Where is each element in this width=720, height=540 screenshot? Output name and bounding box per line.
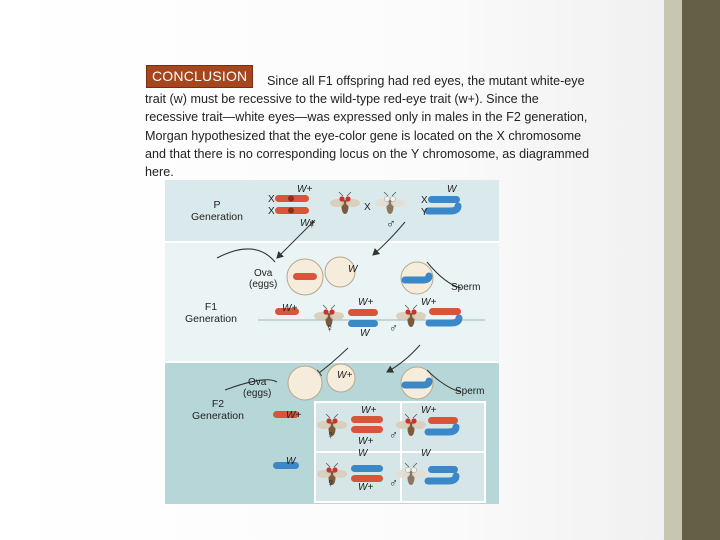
diagram-graphics (165, 180, 499, 504)
cross-x-label: X (364, 202, 371, 213)
inheritance-diagram: P Generation F1 Generation F2 Generation… (165, 180, 499, 504)
p-male-x-label: X (421, 195, 428, 206)
f1-female-allele-top: W+ (358, 297, 374, 308)
f1-egg-allele: W+ (282, 303, 298, 314)
f1-male-allele: W+ (421, 297, 437, 308)
right-band-dark (682, 0, 720, 540)
f1-sperm-allele: W (348, 264, 358, 275)
p-female-x-label: X (268, 194, 275, 205)
f1-female-x-3 (348, 320, 378, 327)
f1-female-x-1 (275, 308, 299, 315)
f2-sperm-x (326, 363, 356, 393)
conclusion-badge: CONCLUSION (146, 65, 254, 88)
f2-cell3-female-symbol: ♀ (326, 476, 335, 490)
f1-female-x-2 (348, 309, 378, 316)
f2-cell4-male-symbol: ♂ (389, 476, 398, 490)
p-male-x-chromosome (428, 196, 460, 203)
f2-cell1-allele-bottom: W+ (358, 436, 374, 447)
f2-cell2-allele: W+ (421, 405, 437, 416)
p-female-allele-top: W+ (297, 184, 313, 195)
f2-cell1-allele-top: W+ (361, 405, 377, 416)
f2-sperm-label: Sperm (455, 386, 485, 397)
f2-cell3-allele-top: W (358, 448, 368, 459)
f2-ovum (287, 365, 323, 401)
f1-male-symbol: ♂ (389, 321, 398, 335)
p-female-x-label-2: X (268, 206, 275, 217)
f1-male-x (429, 308, 461, 315)
p-generation-label: P Generation (191, 199, 243, 223)
f1-generation-label: F1 Generation (185, 301, 237, 325)
f2-sperm-allele: W+ (337, 370, 353, 381)
conclusion-paragraph: Since all F1 offspring had red eyes, the… (145, 72, 595, 181)
f2-cell3-allele-bottom: W+ (358, 482, 374, 493)
f1-ova-label: Ova (eggs) (249, 268, 278, 290)
f2-cell4-allele: W (421, 448, 431, 459)
conclusion-text: Since all F1 offspring had red eyes, the… (145, 74, 590, 180)
f2-generation-label: F2 Generation (192, 398, 244, 422)
p-male-symbol: ♂ (386, 216, 396, 231)
f2-ova-label: Ova (eggs) (243, 377, 272, 399)
f2-egg-allele-top: W+ (286, 410, 302, 421)
f1-sperm-x (324, 256, 356, 288)
f2-cell2-male-symbol: ♂ (389, 428, 398, 442)
p-male-allele: W (447, 184, 457, 195)
f1-sperm-label: Sperm (451, 282, 481, 293)
p-female-symbol: ♀ (307, 216, 317, 231)
p-male-y-chromosome (424, 202, 462, 215)
right-band-light (664, 0, 682, 540)
f2-egg-x-mutant (273, 462, 299, 469)
f1-female-symbol: ♀ (325, 321, 334, 335)
f1-female-allele-bottom: W (360, 328, 370, 339)
f2-cell1-female-symbol: ♀ (326, 428, 335, 442)
p-female-allele-bottom: W+ (300, 218, 316, 229)
p-male-y-label: Y (421, 207, 428, 218)
f2-egg-allele-bottom: W (286, 456, 296, 467)
f2-egg-x-wild (273, 411, 299, 418)
f1-male-y (425, 314, 463, 327)
